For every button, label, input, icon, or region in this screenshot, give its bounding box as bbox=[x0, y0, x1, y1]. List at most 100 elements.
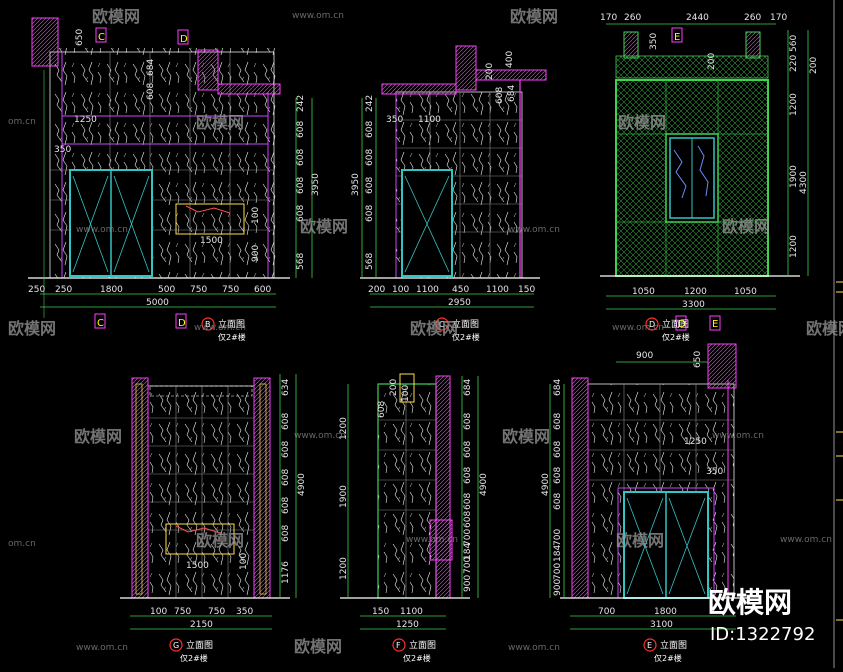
dim-b-left-0: 650 bbox=[75, 29, 85, 46]
subtitle-g: 仅2#楼 bbox=[180, 653, 208, 663]
parapet-c bbox=[455, 45, 477, 91]
dim-c-left-2: 608 bbox=[365, 149, 375, 166]
watermark-url: www.om.cn bbox=[780, 535, 832, 545]
dim-c-bottom-5: 150 bbox=[518, 285, 535, 295]
dim-b-bottom-1: 250 bbox=[55, 285, 72, 295]
watermark-brand: 欧模网 bbox=[8, 319, 56, 338]
panel-elevation-d: 170 260 2440 260 170 1050 1200 1050 3300… bbox=[600, 13, 819, 342]
dim-f-total: 1250 bbox=[396, 620, 419, 630]
dim-f-right-5: 608 bbox=[463, 511, 473, 528]
dim-f-left-2: 1200 bbox=[339, 557, 349, 580]
dim-b-right-total: 3950 bbox=[311, 173, 321, 196]
dim-g-right-total: 4900 bbox=[297, 473, 307, 496]
dim-c-inner-0: 350 bbox=[386, 115, 403, 125]
watermark-url: www.om.cn bbox=[76, 225, 128, 235]
dim-g-bottom-1: 750 bbox=[174, 607, 191, 617]
dim-g-right-5: 608 bbox=[281, 525, 291, 542]
dim-f-bottom-1: 1100 bbox=[400, 607, 423, 617]
dim-c-bottom-3: 450 bbox=[452, 285, 469, 295]
dim-f-right-2: 608 bbox=[463, 441, 473, 458]
title-f: 立面图 bbox=[409, 639, 436, 651]
dim-f-inner-2: 100 bbox=[401, 385, 411, 402]
watermark-url: www.om.cn bbox=[292, 11, 344, 21]
dim-b-inner-1: 350 bbox=[54, 145, 71, 155]
dim-g-right-1: 608 bbox=[281, 413, 291, 430]
axis-d-bottom-d: D bbox=[678, 319, 686, 330]
watermark-url: www.om.cn bbox=[508, 643, 560, 653]
dim-e-top-1: 650 bbox=[693, 351, 703, 368]
dim-f-bottom-0: 150 bbox=[372, 607, 389, 617]
dim-f-right-3: 608 bbox=[463, 467, 473, 484]
dim-c-total: 2950 bbox=[448, 298, 471, 308]
dim-f-right-9: 900 bbox=[463, 575, 473, 592]
subtitle-f: 仅2#楼 bbox=[403, 653, 431, 663]
wall-g bbox=[148, 386, 254, 598]
dim-f-right-4: 608 bbox=[463, 493, 473, 510]
watermark-brand: 欧模网 bbox=[74, 427, 122, 446]
dim-d-top-2: 2440 bbox=[686, 13, 709, 23]
dim-e-left-8: 900 bbox=[553, 579, 563, 596]
dim-b-right-3: 608 bbox=[296, 177, 306, 194]
dim-d-right-2: 200 bbox=[809, 57, 819, 74]
watermark-brand: 欧模网 bbox=[410, 319, 458, 338]
dim-b-inner-3: 608 bbox=[146, 83, 156, 100]
subtitle-d: 仅2#楼 bbox=[662, 332, 690, 342]
dim-c-inner-1: 1100 bbox=[418, 115, 441, 125]
dim-g-bottom-3: 350 bbox=[236, 607, 253, 617]
watermark-brand: 欧模网 bbox=[616, 531, 664, 550]
dim-e-left-0: 684 bbox=[553, 379, 563, 396]
dim-d-right-0: 560 bbox=[789, 35, 799, 52]
dim-d-right-5: 1200 bbox=[789, 235, 799, 258]
dim-e-bottom-0: 700 bbox=[598, 607, 615, 617]
dim-b-inner-4: 1500 bbox=[200, 236, 223, 246]
dim-e-left-4: 608 bbox=[553, 493, 563, 510]
dim-f-right-1: 608 bbox=[463, 413, 473, 430]
dim-e-left-6: 184 bbox=[553, 545, 563, 562]
subtitle-e: 仅2#楼 bbox=[654, 653, 682, 663]
dim-b-inner-0: 1250 bbox=[74, 115, 97, 125]
dim-f-right-total: 4900 bbox=[479, 473, 489, 496]
dim-e-bottom-1: 1800 bbox=[654, 607, 677, 617]
dim-b-right-2: 608 bbox=[296, 149, 306, 166]
dim-e-left-3: 608 bbox=[553, 467, 563, 484]
dim-e-left-1: 608 bbox=[553, 413, 563, 430]
title-d: 立面图 bbox=[662, 318, 689, 330]
title-g: 立面图 bbox=[186, 639, 213, 651]
panel-elevation-g: 100 750 750 350 2150 634 608 608 608 608… bbox=[120, 374, 307, 663]
watermark-brand: 欧模网 bbox=[618, 113, 666, 132]
dim-d-total: 3300 bbox=[682, 300, 705, 310]
dim-d-inner-0: 350 bbox=[649, 33, 659, 50]
dim-f-right-8: 700 bbox=[463, 557, 473, 574]
dim-e-top-0: 900 bbox=[636, 351, 653, 361]
dim-d-top-3: 260 bbox=[744, 13, 761, 23]
watermark-brand: 欧模网 bbox=[510, 7, 558, 26]
title-e: 立面图 bbox=[660, 639, 687, 651]
watermark-brand: 欧模网 bbox=[502, 427, 550, 446]
title-letter-g: G bbox=[173, 641, 179, 650]
subtitle-c: 仅2#楼 bbox=[452, 332, 480, 342]
watermark-big-brand: 欧模网 bbox=[708, 586, 792, 619]
watermark-url: www.om.cn bbox=[406, 535, 458, 545]
dim-b-bottom-4: 750 bbox=[190, 285, 207, 295]
dim-b-right-4: 608 bbox=[296, 205, 306, 222]
axis-e-bottom-d: E bbox=[712, 319, 718, 330]
watermark-url: om.cn bbox=[8, 117, 36, 127]
title-letter-d: D bbox=[649, 320, 655, 329]
dim-d-bottom-2: 1050 bbox=[734, 287, 757, 297]
signboard-g bbox=[165, 523, 235, 555]
dim-g-right-0: 634 bbox=[281, 379, 291, 396]
panel-elevation-b: C D C D 250 250 1800 500 750 750 600 500… bbox=[28, 17, 321, 342]
dim-d-bottom-1: 1200 bbox=[684, 287, 707, 297]
watermark-brand: 欧模网 bbox=[196, 531, 244, 550]
dim-e-inner-0: 1250 bbox=[684, 437, 707, 447]
dim-c-bottom-1: 100 bbox=[392, 285, 409, 295]
dim-g-right-6: 1176 bbox=[281, 561, 291, 584]
axis-e-top-d: E bbox=[674, 32, 680, 43]
dim-b-bottom-5: 750 bbox=[222, 285, 239, 295]
watermark-url: www.om.cn bbox=[76, 643, 128, 653]
watermark-brand: 欧模网 bbox=[300, 217, 348, 236]
watermark-url: www.om.cn bbox=[194, 323, 246, 333]
dim-f-left-0: 1200 bbox=[339, 417, 349, 440]
